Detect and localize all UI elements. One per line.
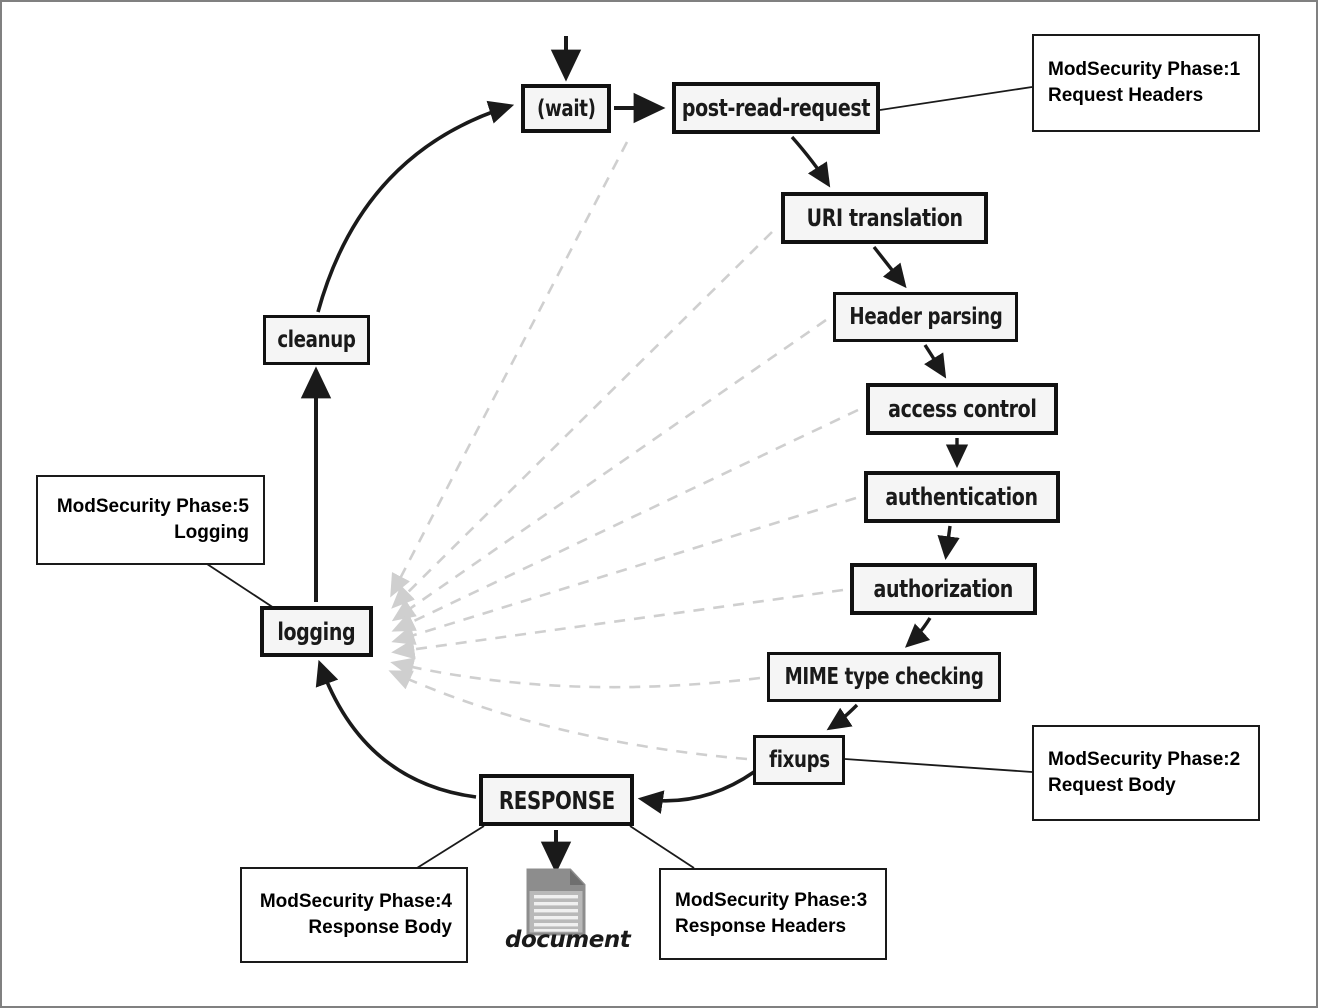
leader-phase2: [844, 758, 1033, 773]
node-mime: MIME type checking: [767, 652, 1001, 702]
leader-phase1: [879, 86, 1033, 111]
dashed-edge-uri-to-logging: [391, 231, 773, 609]
dashed-edge-fixups-to-logging: [388, 670, 748, 761]
leader-phase3: [629, 825, 695, 869]
node-label-logging: logging: [277, 617, 356, 646]
node-post-read: post-read-request: [672, 82, 880, 134]
callout-phase1-line1: ModSecurity Phase:1: [1048, 59, 1241, 81]
callout-phase2-line2: Request Body: [1048, 775, 1176, 796]
arrow-header-to-access: [923, 344, 947, 379]
node-label-fixups: fixups: [768, 747, 830, 773]
node-uri: URI translation: [781, 192, 988, 244]
callout-phase5-line1: ModSecurity Phase:5: [56, 496, 249, 518]
node-fixups: fixups: [753, 735, 845, 785]
document-label: document: [505, 927, 631, 953]
callout-phase3-line2: Response Headers: [675, 916, 847, 937]
node-label-cleanup: cleanup: [277, 327, 356, 353]
arrow-uri-to-header: [872, 245, 907, 289]
dashed-edge-authz-to-logging: [391, 588, 844, 660]
node-label-access: access control: [887, 395, 1037, 423]
callout-phase1-line2: Request Headers: [1048, 85, 1204, 106]
node-label-post-read: post-read-request: [681, 94, 871, 122]
arrow-response-to-logging: [315, 659, 477, 799]
arrow-post-read-to-uri: [790, 135, 831, 188]
node-label-header: Header parsing: [848, 304, 1003, 330]
node-label-authz: authorization: [873, 575, 1014, 603]
node-label-auth: authentication: [885, 483, 1039, 511]
callout-phase4-line1: ModSecurity Phase:4: [259, 891, 452, 913]
dashed-edge-post-read-to-logging: [390, 141, 629, 598]
callout-phase3-line1: ModSecurity Phase:3: [675, 890, 868, 912]
callout-phase4-line2: Response Body: [308, 917, 452, 938]
dashed-edge-auth-to-logging: [391, 496, 857, 645]
node-label-wait: (wait): [536, 95, 596, 122]
node-authz: authorization: [850, 563, 1037, 615]
arrow-fixups-to-response: [637, 770, 756, 814]
arrow-authz-to-mime: [904, 617, 932, 648]
node-label-uri: URI translation: [806, 204, 963, 232]
node-response: RESPONSE: [479, 774, 634, 826]
arrow-cleanup-to-wait: [316, 100, 515, 313]
arrow-auth-to-authz: [937, 525, 960, 561]
leader-phase5: [206, 563, 275, 609]
dashed-edge-mime-to-logging: [390, 657, 761, 689]
node-label-mime: MIME type checking: [784, 664, 984, 690]
node-access: access control: [866, 383, 1058, 435]
node-label-response: RESPONSE: [498, 785, 615, 815]
callout-phase5-line2: Logging: [174, 522, 249, 543]
dashed-edge-access-to-logging: [391, 408, 859, 632]
node-cleanup: cleanup: [263, 315, 370, 365]
leader-phase4: [416, 825, 485, 869]
dashed-edge-header-to-logging: [391, 318, 827, 622]
node-auth: authentication: [864, 471, 1060, 523]
node-wait: (wait): [521, 84, 611, 133]
callout-phase2-line1: ModSecurity Phase:2: [1048, 749, 1241, 771]
node-logging: logging: [260, 606, 373, 657]
arrow-mime-to-fixups: [826, 703, 859, 731]
node-header: Header parsing: [833, 292, 1018, 342]
